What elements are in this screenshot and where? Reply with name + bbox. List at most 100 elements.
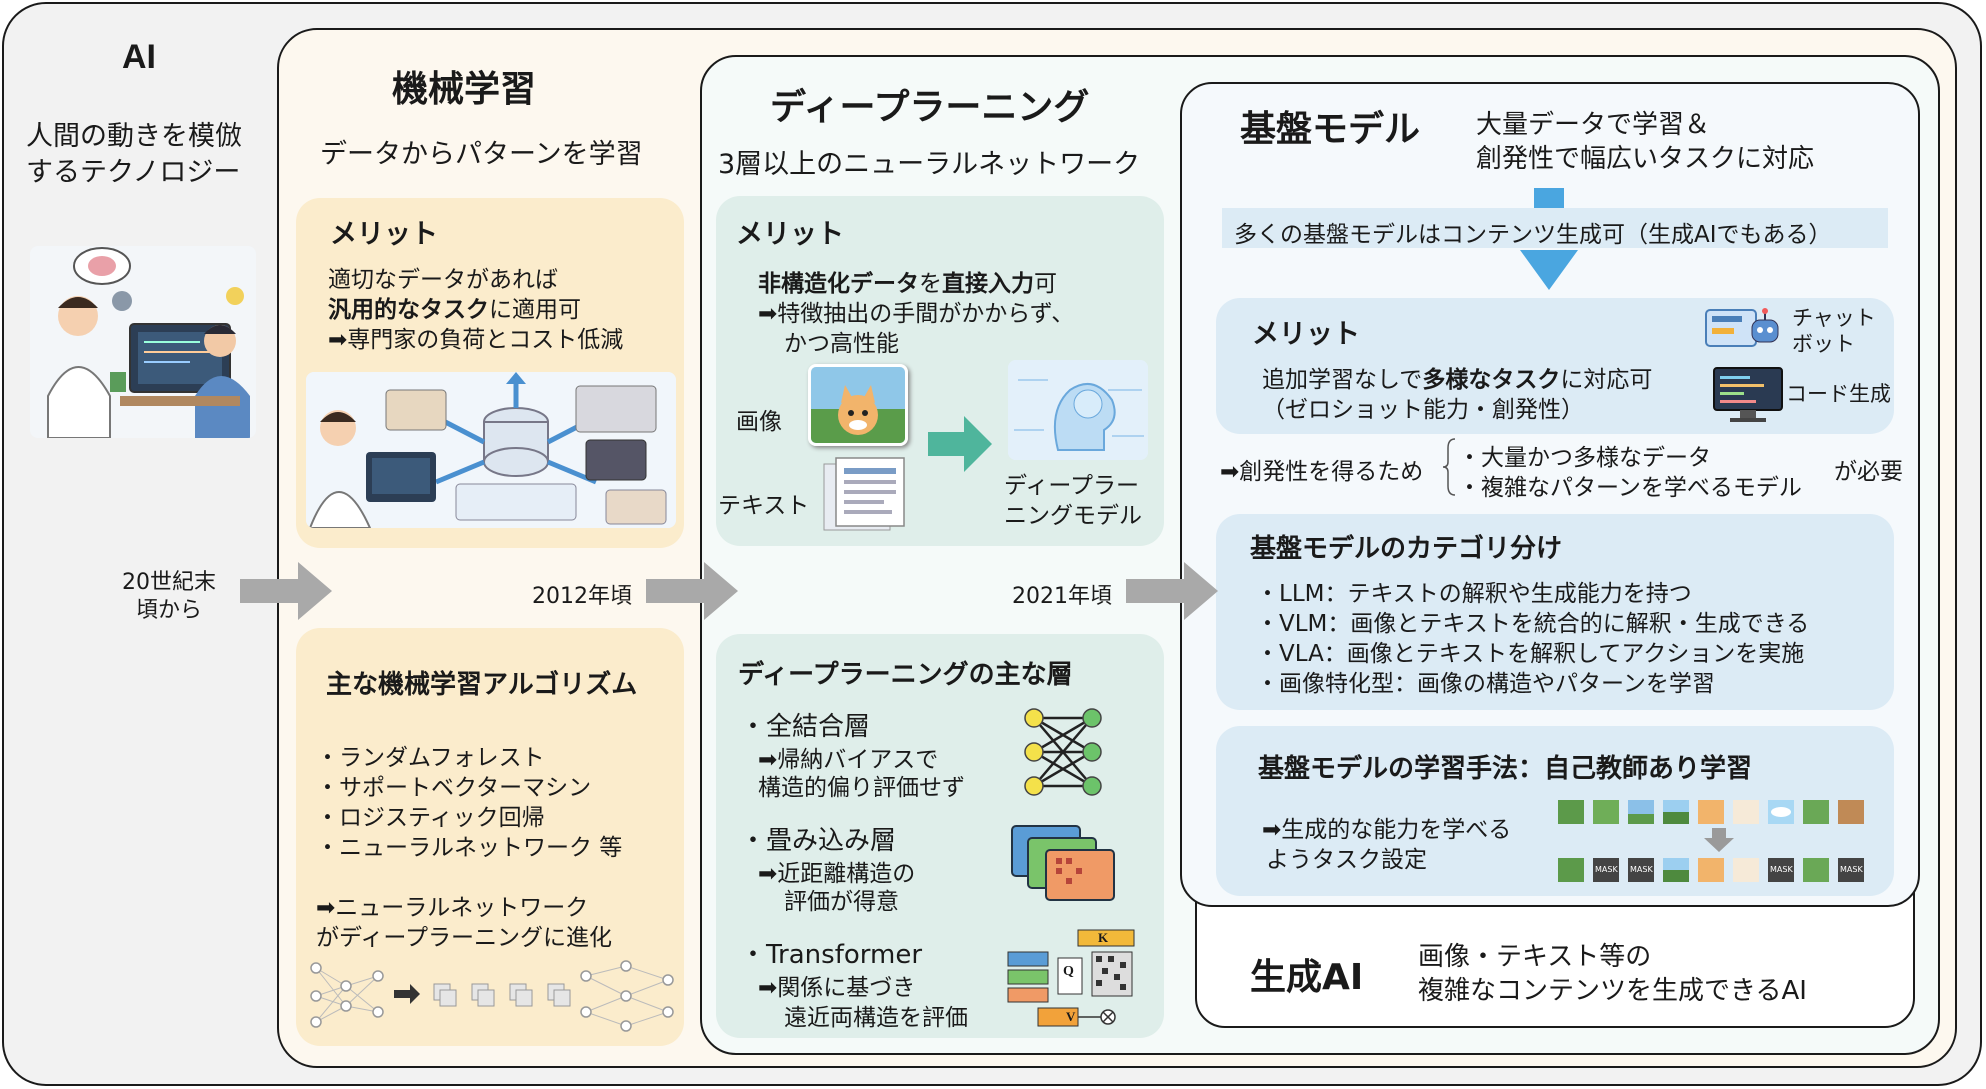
dl-layer2-name: ・畳み込み層	[740, 826, 897, 856]
ml-algo-item-1: ・ランダムフォレスト	[316, 745, 545, 771]
fm-merit-panel	[1216, 298, 1894, 434]
genai-title: 生成AI	[1250, 957, 1364, 998]
ml-illustration	[306, 372, 676, 528]
transformer-icon	[1004, 928, 1136, 1028]
fm-cat-item-3: ・VLA：画像とテキストを解釈してアクションを実施	[1256, 641, 1805, 667]
attn-v-label: V	[1066, 1009, 1076, 1024]
dl-input-arrow	[928, 416, 992, 472]
dl-layer2-desc2: 評価が得意	[784, 889, 899, 915]
dl-model-icon	[1008, 360, 1148, 460]
fm-title: 基盤モデル	[1240, 109, 1421, 150]
fm-merit-line2: （ゼロショット能力・創発性）	[1262, 397, 1584, 423]
fm-cat-item-1: ・LLM：テキストの解釈や生成能力を持つ	[1256, 581, 1692, 607]
dl-merit-rest: 可	[1034, 271, 1057, 297]
nn-to-dnn-svg	[310, 960, 674, 1032]
fm-note-band	[1222, 208, 1888, 248]
fully-connected-svg	[1024, 708, 1102, 796]
convolution-svg	[1011, 825, 1115, 901]
patch-down-arrow	[1704, 828, 1734, 852]
fm-merit-pre: 追加学習なしで	[1262, 367, 1423, 393]
cat-image-icon	[808, 364, 908, 446]
dl-input-text-label: テキスト	[718, 493, 810, 519]
ml-merit-line2-bold: 汎用的なタスク	[328, 297, 489, 323]
ml-algo-panel	[296, 628, 684, 1046]
fm-down-arrow-2	[1520, 250, 1578, 290]
attn-k-label: K	[1098, 930, 1109, 945]
attn-q-label: Q	[1063, 964, 1074, 979]
dl-layer3-name: ・Transformer	[740, 940, 923, 970]
fm-train-title: 基盤モデルの学習手法：自己教師あり学習	[1258, 754, 1753, 784]
ml-evolve-line1: ➡ニューラルネットワーク	[316, 895, 589, 921]
ml-merit-line3: ➡専門家の負荷とコスト低減	[328, 327, 624, 353]
ml-evolve-line2: がディープラーニングに進化	[316, 925, 613, 951]
emergence-brace	[1442, 438, 1456, 496]
transformer-svg	[1007, 929, 1135, 1027]
chatbot-icon	[1704, 306, 1784, 354]
mask-label-2: MASK	[1630, 865, 1653, 874]
mask-label-1: MASK	[1595, 865, 1618, 874]
ml-merit-line2-rest: に適用可	[489, 297, 581, 323]
fm-merit-rest: に対応可	[1560, 367, 1653, 393]
genai-desc-line2: 複雑なコンテンツを生成できるAI	[1418, 976, 1807, 1006]
dl-layer1-desc2: 構造的偏り評価せず	[758, 775, 965, 801]
dl-layer1-name: ・全結合層	[740, 712, 871, 742]
ml-algo-item-3: ・ロジスティック回帰	[316, 805, 545, 831]
emergence-pre: ➡創発性を得るため	[1220, 459, 1424, 485]
dl-model-svg	[1008, 360, 1148, 460]
dl-merit-line3: かつ高性能	[784, 331, 899, 357]
mask-label-4: MASK	[1840, 865, 1863, 874]
ml-algo-item-4: ・ニューラルネットワーク 等	[316, 835, 623, 861]
codegen-label: コード生成	[1786, 382, 1891, 406]
patch-row-masked-svg	[1558, 858, 1864, 882]
dl-merit-mid: を	[919, 271, 942, 297]
dl-layer1-desc1: ➡帰納バイアスで	[758, 747, 939, 773]
patch-row-original	[1558, 798, 1872, 826]
dl-layers-title: ディープラーニングの主な層	[738, 660, 1073, 690]
ml-algo-item-2: ・サポートベクターマシン	[316, 775, 592, 801]
ml-illustration-svg	[306, 372, 676, 528]
dl-layer3-desc1: ➡関係に基づき	[758, 975, 916, 1001]
fm-note: 多くの基盤モデルはコンテンツ生成可（生成AIでもある）	[1234, 222, 1832, 248]
chatbot-line1: チャット	[1792, 306, 1876, 330]
mask-label-3: MASK	[1770, 865, 1793, 874]
emergence-item2: ・複雑なパターンを学べるモデル	[1458, 475, 1802, 501]
genai-desc-line1: 画像・テキスト等の	[1418, 942, 1652, 972]
fm-down-arrow-1	[1534, 188, 1564, 210]
fm-desc-line2: 創発性で幅広いタスクに対応	[1476, 144, 1815, 174]
code-monitor-svg	[1713, 367, 1783, 422]
chatbot-line2: ボット	[1792, 332, 1855, 356]
fm-cat-title: 基盤モデルのカテゴリ分け	[1250, 534, 1563, 564]
fm-cat-item-2: ・VLM：画像とテキストを統合的に解釈・生成できる	[1256, 611, 1810, 637]
ml-desc: データからパターンを学習	[320, 139, 643, 170]
fm-merit-title: メリット	[1252, 319, 1360, 350]
timeline-arrow-3	[1126, 562, 1218, 620]
fm-train-line2: ようタスク設定	[1266, 847, 1427, 873]
convolution-icon	[1008, 822, 1120, 904]
ml-merit-line2: 汎用的なタスクに適用可	[328, 290, 581, 324]
dl-layer3-desc2: 遠近両構造を評価	[784, 1005, 968, 1031]
dl-merit-bold-a: 非構造化データ	[758, 271, 919, 297]
fm-merit-line1: 追加学習なしで多様なタスクに対応可	[1262, 360, 1652, 394]
timeline-3-label: 2021年頃	[1012, 584, 1112, 609]
dl-input-image-label: 画像	[736, 409, 782, 435]
dl-merit-bold-b: 直接入力	[942, 271, 1034, 297]
fm-category-panel	[1216, 514, 1894, 710]
timeline-1-line1: 20世紀末	[122, 570, 216, 595]
ai-title: AI	[122, 38, 156, 76]
ml-merit-line1: 適切なデータがあれば	[328, 267, 558, 293]
dl-merit-line2: ➡特徴抽出の手間がかからず、	[758, 301, 1075, 327]
ai-desc-line1: 人間の動きを模倣	[26, 121, 242, 152]
fm-train-line1: ➡生成的な能力を学べる	[1262, 817, 1512, 843]
patch-row-masked	[1558, 856, 1872, 884]
code-monitor-icon	[1712, 366, 1784, 424]
dl-merit-title: メリット	[736, 219, 844, 250]
dl-desc: 3層以上のニューラルネットワーク	[718, 149, 1141, 180]
dl-title: ディープラーニング	[770, 87, 1090, 128]
emergence-item1: ・大量かつ多様なデータ	[1458, 445, 1711, 471]
fully-connected-icon	[1022, 704, 1104, 800]
ml-title: 機械学習	[392, 69, 537, 110]
ai-desc-line2: するテクノロジー	[26, 157, 241, 188]
timeline-arrow-2	[646, 562, 738, 620]
chatbot-svg	[1705, 308, 1779, 347]
dl-layer2-desc1: ➡近距離構造の	[758, 861, 916, 887]
